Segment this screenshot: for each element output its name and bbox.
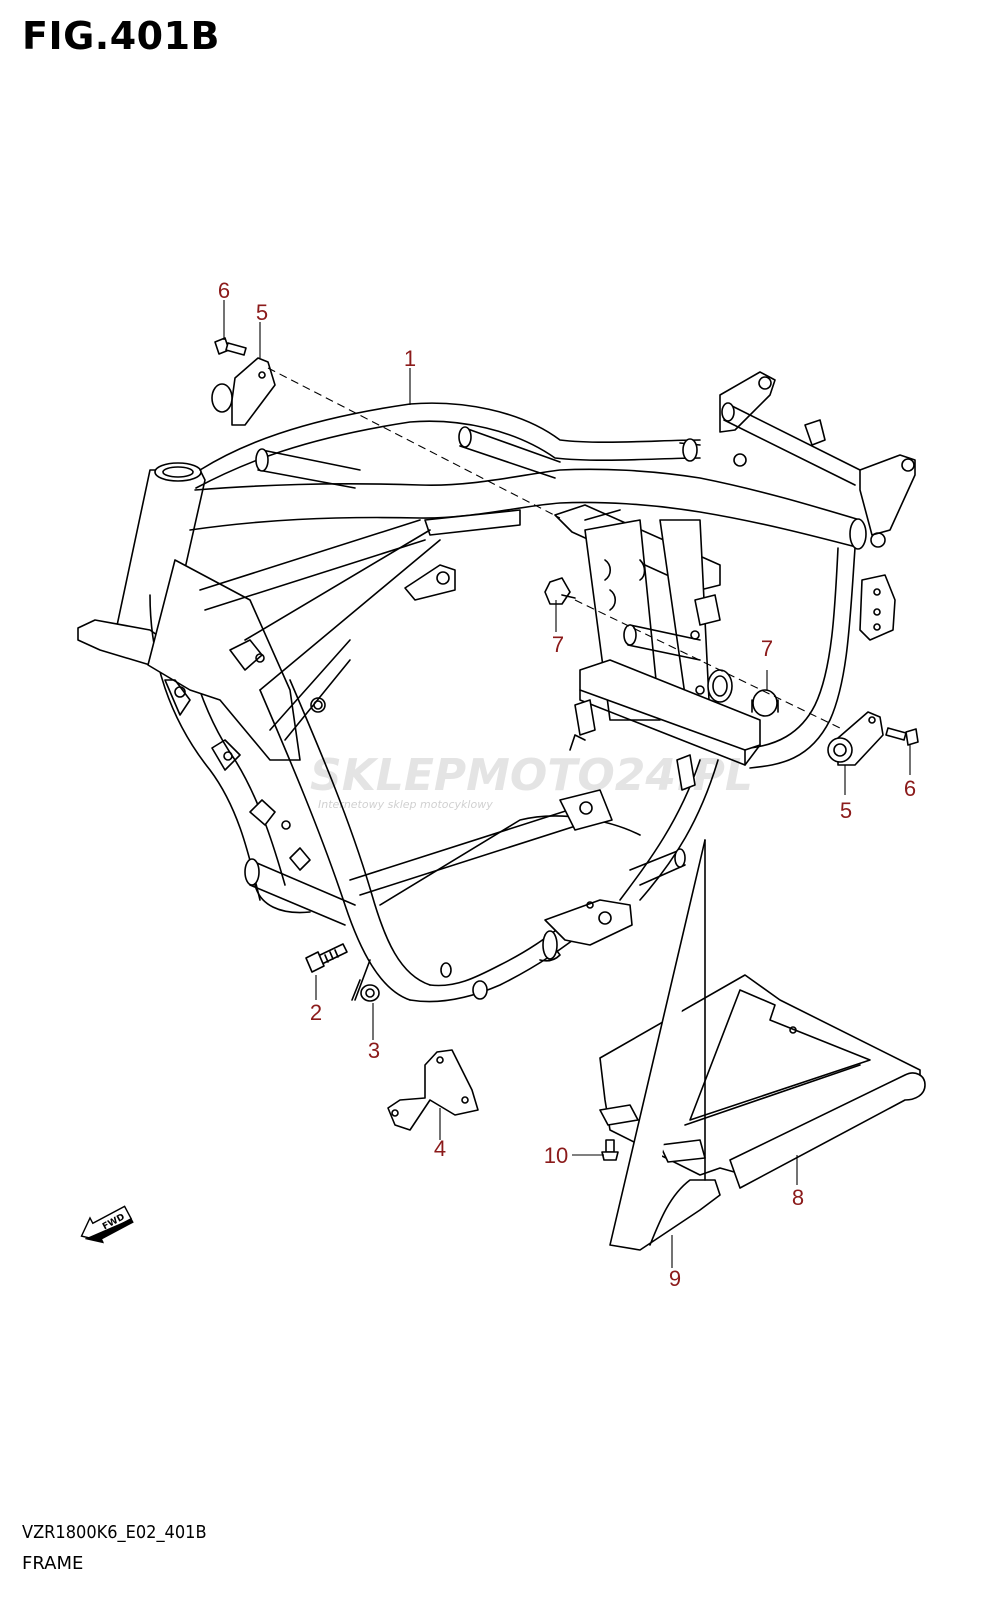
- bolt-part-2: [305, 943, 348, 973]
- callout-1: 1: [404, 346, 416, 371]
- callout-3: 3: [368, 1038, 380, 1063]
- rear-side-plate: [859, 574, 896, 641]
- callout-2: 2: [310, 1000, 322, 1025]
- callout-6-upper: 6: [218, 278, 230, 303]
- engine-mount-bracket-part-4: [387, 1049, 479, 1131]
- callout-6-lower: 6: [904, 776, 916, 801]
- rear-loop-b: [749, 547, 839, 749]
- top-tube-upper-a: [199, 402, 701, 471]
- front-gusset: [147, 559, 301, 761]
- rear-crossbar-a: [729, 404, 861, 471]
- callouts: 6 5 1 7 7 5 6 2 3 4 10 8 9: [218, 278, 916, 1291]
- leader-lines: [223, 300, 911, 1268]
- rear-loop-a: [749, 547, 856, 769]
- assembly-lines: [267, 367, 841, 729]
- callout-9: 9: [669, 1266, 681, 1291]
- engine-mount-lower-center: [559, 789, 613, 831]
- nut-part-3: [351, 959, 380, 1002]
- top-tube-upper-b: [195, 420, 701, 489]
- lower-rail-a: [409, 919, 601, 1003]
- bolt-part-6-upper: [214, 337, 247, 356]
- lower-crossmember-box: [579, 659, 761, 751]
- bracket-part-5-lower: [827, 711, 884, 766]
- footrest-bracket: [544, 899, 633, 946]
- diag-brace-lower-a: [244, 529, 431, 641]
- screw-part-10: [601, 1139, 619, 1161]
- bracket-part-5-upper: [211, 357, 276, 426]
- engine-mount-upper: [404, 564, 456, 601]
- callout-5-upper: 5: [256, 300, 268, 325]
- figure-title: FIG.401B: [22, 14, 221, 58]
- cover-part-9: [609, 839, 721, 1251]
- bolt-part-6-lower: [885, 727, 919, 746]
- footer-model-code: VZR1800K6_E02_401B: [22, 1522, 207, 1543]
- cap-part-7-right: [751, 689, 779, 717]
- lower-front-bend: [254, 884, 311, 914]
- cap-part-7-left: [544, 577, 576, 605]
- engine-mount-front-left: [164, 679, 191, 716]
- callout-5-lower: 5: [840, 798, 852, 823]
- callout-8: 8: [792, 1185, 804, 1210]
- cover-part-8: [599, 974, 926, 1189]
- backbone-tube-a: [194, 468, 861, 521]
- watermark-tagline: Internetowy sklep motocyklowy: [318, 798, 493, 811]
- footer-section-name: FRAME: [22, 1553, 84, 1574]
- pivot-bushing: [707, 669, 733, 703]
- middle-loop-b: [289, 679, 431, 986]
- lower-front-pipe-a: [249, 859, 356, 906]
- diag-brace-upper-a: [199, 519, 421, 591]
- callout-4: 4: [434, 1136, 446, 1161]
- main-frame: [77, 371, 916, 1003]
- rear-upper-bracket-right: [859, 454, 916, 536]
- fwd-arrow-icon: FWD: [80, 1205, 134, 1244]
- backbone-tube-end: [849, 518, 867, 550]
- callout-7-right: 7: [761, 636, 773, 661]
- rear-crossbar-b: [723, 419, 856, 486]
- middle-loop-a: [259, 689, 411, 1001]
- callout-7-left: 7: [552, 632, 564, 657]
- steering-head-top: [154, 462, 202, 482]
- backbone-tube-b: [189, 501, 861, 549]
- callout-10: 10: [544, 1143, 568, 1168]
